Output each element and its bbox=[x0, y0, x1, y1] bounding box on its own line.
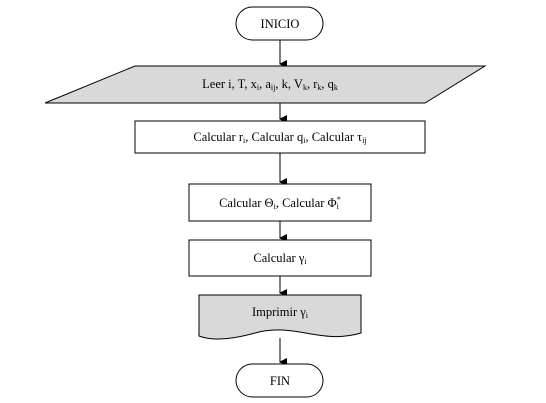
process-step-2 bbox=[188, 183, 372, 222]
process-step-3-label: Calcular γi bbox=[253, 251, 307, 266]
input-label: Leer i, T, xi, aij, k, Vk, rk, qk bbox=[202, 77, 338, 92]
process-step-1 bbox=[134, 120, 426, 154]
start-terminator bbox=[235, 6, 324, 41]
end-terminator bbox=[235, 363, 324, 398]
output-label: Imprimir γi bbox=[252, 305, 309, 320]
end-label: FIN bbox=[270, 374, 290, 388]
process-step-2-label: Calcular Θi, Calcular Φi* bbox=[219, 195, 341, 211]
process-step-1-label: Calcular ri, Calcular qi, Calcular τij bbox=[193, 130, 366, 145]
output-document bbox=[198, 294, 362, 340]
process-step-3 bbox=[188, 239, 372, 277]
start-label: INICIO bbox=[261, 17, 300, 31]
input-parallelogram bbox=[44, 65, 487, 104]
